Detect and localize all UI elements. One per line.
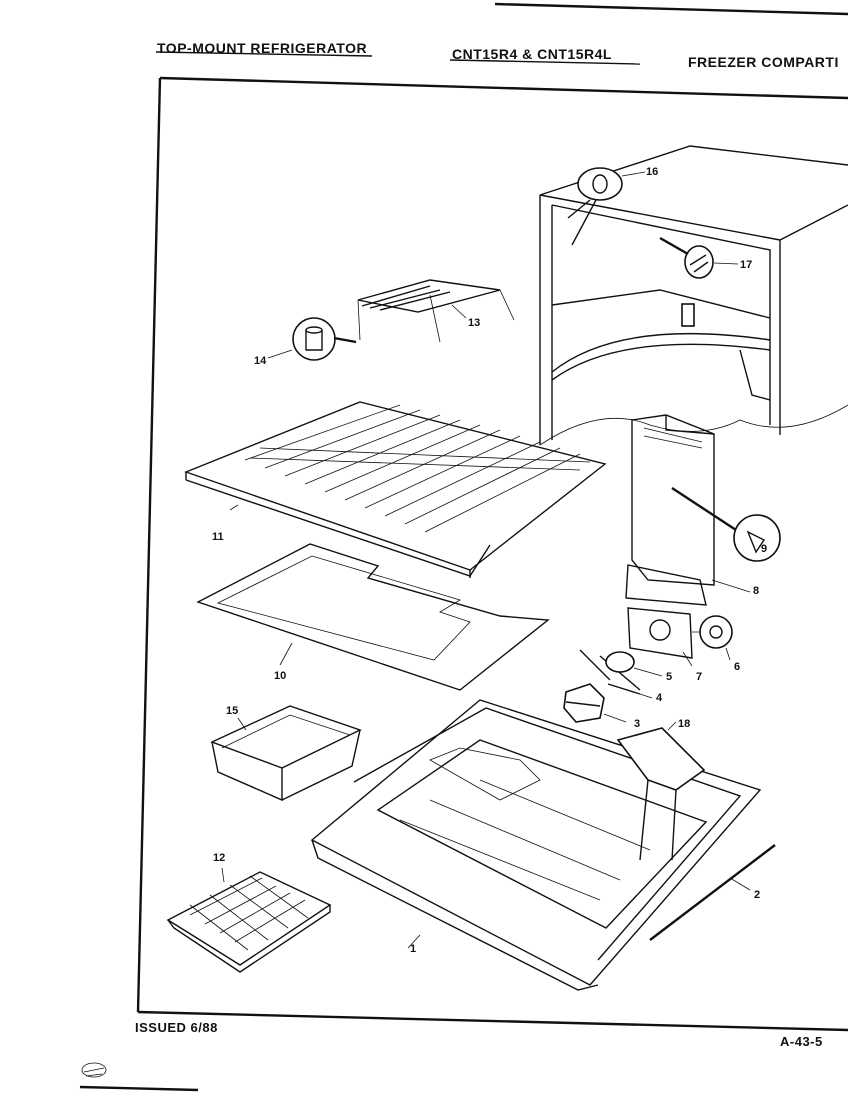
section-title: FREEZER COMPARTI — [688, 54, 839, 70]
callout-5: 5 — [666, 671, 672, 683]
part-12-ice-tray — [166, 867, 332, 973]
callout-8: 8 — [753, 585, 759, 597]
part-18-baffle — [616, 721, 706, 861]
frame-left — [136, 77, 162, 1013]
top-edge-rule — [494, 2, 848, 16]
callout-14: 14 — [254, 355, 267, 367]
part-14-spacer — [267, 317, 357, 361]
frame-top — [159, 76, 848, 100]
part-11-wire-shelf — [183, 401, 607, 578]
part-10-insulation-panel — [196, 543, 550, 691]
part-16-light-socket — [567, 167, 646, 246]
model-numbers: CNT15R4 & CNT15R4L — [452, 46, 612, 62]
part-4-mount — [607, 683, 653, 699]
callout-13: 13 — [468, 317, 480, 329]
callout-17: 17 — [740, 259, 752, 271]
page-number: A-43-5 — [780, 1034, 823, 1049]
part-5-fan-blade — [579, 649, 663, 691]
callout-15: 15 — [226, 705, 238, 717]
part-15-drawer — [210, 705, 362, 802]
part-2-gasket — [649, 844, 776, 941]
header-rule-left — [155, 51, 373, 57]
callout-16: 16 — [646, 166, 658, 178]
callout-9: 9 — [761, 543, 767, 555]
callout-12: 12 — [213, 852, 225, 864]
callout-2: 2 — [754, 889, 760, 901]
part-13-shelf-support — [357, 279, 515, 343]
part-1-freezer-liner — [310, 699, 762, 991]
part-3-fan-motor — [563, 683, 627, 723]
logo-mark-icon — [81, 1062, 107, 1078]
callout-4: 4 — [656, 692, 663, 704]
issued-date: ISSUED 6/88 — [135, 1020, 218, 1035]
part-7-fan-bracket — [627, 607, 693, 667]
callout-10: 10 — [274, 670, 286, 682]
callout-6: 6 — [734, 661, 740, 673]
callout-18: 18 — [678, 718, 690, 730]
callout-7: 7 — [696, 671, 702, 683]
document-title: TOP-MOUNT REFRIGERATOR — [157, 40, 368, 56]
header-rule-mid — [449, 59, 641, 65]
part-8-evaporator-cover — [625, 414, 751, 606]
part-17-thermostat-knob — [659, 236, 739, 279]
callout-11: 11 — [212, 531, 224, 543]
part-6-grommet — [692, 615, 733, 661]
callout-3: 3 — [634, 718, 640, 730]
part-9-switch — [671, 486, 781, 562]
frame-bottom — [137, 1010, 848, 1032]
footer-rule — [79, 1085, 199, 1092]
callout-1: 1 — [410, 943, 416, 955]
